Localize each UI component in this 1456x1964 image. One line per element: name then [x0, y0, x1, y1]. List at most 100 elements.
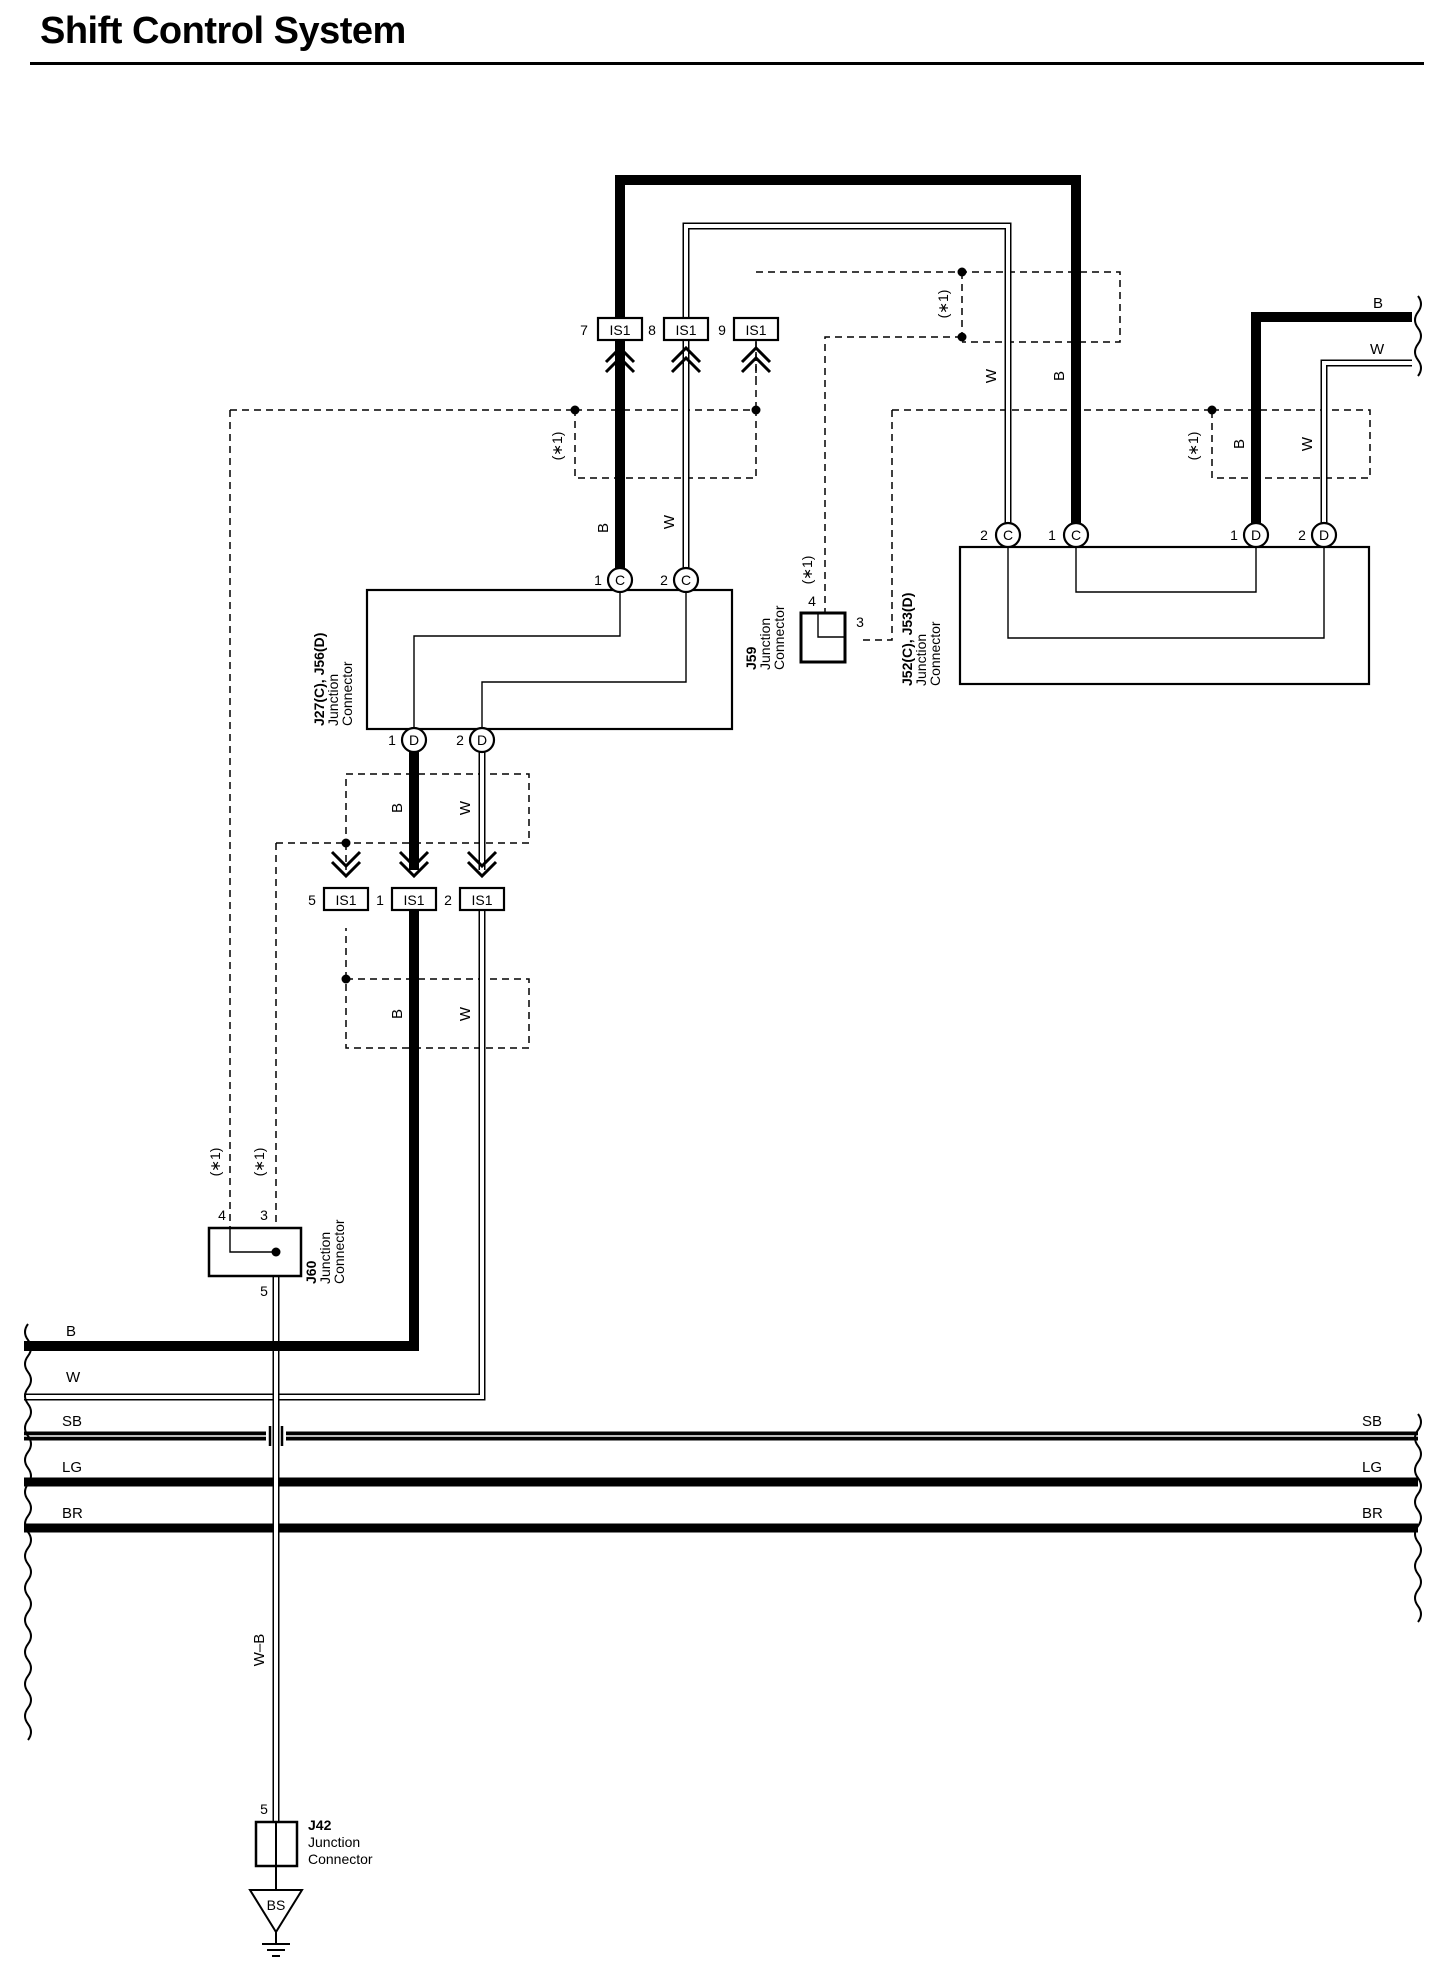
pin-letter-c: C	[681, 572, 691, 588]
svg-text:J42: J42	[308, 1817, 332, 1833]
title-rule	[30, 62, 1424, 65]
is1-pin-7: 7	[580, 322, 588, 338]
wire-label-b: B	[1231, 439, 1248, 449]
bus-label-w: W	[66, 1369, 81, 1386]
wire-label-b: B	[389, 1009, 406, 1019]
pin-number: 2	[456, 732, 464, 748]
pin-number: 2	[660, 572, 668, 588]
black-wires	[24, 175, 1412, 1351]
ground-label: BS	[267, 1897, 286, 1913]
buses	[24, 1420, 1418, 1540]
wire-label-w: W	[1299, 436, 1316, 451]
is1-label: IS1	[403, 892, 424, 908]
svg-text:J60: J60	[303, 1260, 319, 1284]
junction-j59	[799, 611, 847, 664]
is1-pin-1: 1	[376, 892, 384, 908]
svg-text:Junction: Junction	[325, 674, 341, 726]
bus-label-b: B	[66, 1323, 76, 1340]
pin-letter-c: C	[615, 572, 625, 588]
shield-dots	[341, 267, 1217, 984]
svg-text:Junction: Junction	[913, 634, 929, 686]
pin-letter-d: D	[1251, 527, 1261, 543]
is1-label: IS1	[335, 892, 356, 908]
break-marks	[24, 295, 1422, 1741]
svg-text:J59: J59	[743, 646, 759, 670]
wire-label-w: W	[1370, 341, 1385, 358]
wire-label-b: B	[1051, 371, 1068, 381]
wire-label-w: W	[983, 368, 1000, 383]
svg-text:Connector: Connector	[339, 661, 355, 726]
pin-number: 2	[980, 527, 988, 543]
bus-label-br: BR	[62, 1505, 83, 1522]
bus-label-sb: SB	[62, 1413, 82, 1430]
bus-label-br-right: BR	[1362, 1505, 1383, 1522]
bus-label-sb-right: SB	[1362, 1413, 1382, 1430]
is1-connectors-top	[596, 316, 780, 378]
is1-label: IS1	[609, 322, 630, 338]
note-mark: (∗1)	[935, 290, 951, 319]
note-mark: (∗1)	[1185, 432, 1201, 461]
label-j52-j53: J52(C), J53(D) Junction Connector	[899, 593, 943, 686]
is1-label: IS1	[745, 322, 766, 338]
svg-text:Connector: Connector	[927, 621, 943, 686]
note-mark: (∗1)	[549, 432, 565, 461]
pin-letter-d: D	[409, 732, 419, 748]
is1-pin-9: 9	[718, 322, 726, 338]
svg-text:Connector: Connector	[331, 1219, 347, 1284]
junction-j42	[248, 1820, 304, 1957]
note-mark: (∗1)	[251, 1148, 267, 1177]
pin-number: 5	[260, 1283, 268, 1299]
is1-pin-2: 2	[444, 892, 452, 908]
pin-number: 3	[260, 1207, 268, 1223]
junction-j60	[207, 1226, 303, 1278]
pin-letter-d: D	[1319, 527, 1329, 543]
is1-pin-5: 5	[308, 892, 316, 908]
page-title: Shift Control System	[40, 10, 406, 52]
is1-pin-8: 8	[648, 322, 656, 338]
bus-label-lg-right: LG	[1362, 1459, 1382, 1476]
pin-number: 1	[1230, 527, 1238, 543]
wire-label-b: B	[1373, 295, 1383, 312]
junction-j27-j56	[365, 588, 734, 731]
white-wires	[24, 222, 1412, 1822]
pin-letter-c: C	[1071, 527, 1081, 543]
pin-number: 1	[388, 732, 396, 748]
text-labels: IS1 IS1 IS1 7 8 9 IS1 IS1 IS1 5 1 2 C C …	[62, 290, 1385, 1913]
junction-j52-j53	[958, 545, 1371, 686]
note-mark: (∗1)	[799, 556, 815, 585]
svg-text:Connector: Connector	[308, 1851, 373, 1867]
is1-connectors-bottom	[322, 850, 506, 912]
wire-label-w: W	[457, 1006, 474, 1021]
pin-number: 5	[260, 1801, 268, 1817]
pin-number: 3	[856, 614, 864, 630]
pin-number: 4	[218, 1207, 226, 1223]
wire-label-b: B	[389, 803, 406, 813]
label-j60: J60 Junction Connector	[303, 1219, 347, 1284]
wire-label-w: W	[457, 800, 474, 815]
wire-label-b: B	[595, 523, 612, 533]
is1-label: IS1	[675, 322, 696, 338]
svg-text:Junction: Junction	[317, 1232, 333, 1284]
shield-lines	[229, 271, 1371, 1228]
wire-label-w: W	[661, 514, 678, 529]
is1-label: IS1	[471, 892, 492, 908]
pin-number: 1	[1048, 527, 1056, 543]
svg-text:Junction: Junction	[757, 618, 773, 670]
note-mark: (∗1)	[207, 1148, 223, 1177]
label-j27-j56: J27(C), J56(D) Junction Connector	[311, 633, 355, 726]
pin-number: 2	[1298, 527, 1306, 543]
wire-label-w-b: W–B	[251, 1634, 268, 1667]
svg-text:Junction: Junction	[308, 1834, 360, 1850]
pin-letter-d: D	[477, 732, 487, 748]
pin-number: 4	[808, 593, 816, 609]
label-j42: J42 Junction Connector	[308, 1817, 373, 1867]
pin-letter-c: C	[1003, 527, 1013, 543]
pin-number: 1	[594, 572, 602, 588]
svg-text:Connector: Connector	[771, 605, 787, 670]
svg-text:J52(C), J53(D): J52(C), J53(D)	[899, 593, 915, 686]
pin-circles	[400, 521, 1338, 754]
label-j59: J59 Junction Connector	[743, 605, 787, 670]
svg-text:J27(C), J56(D): J27(C), J56(D)	[311, 633, 327, 726]
bus-label-lg: LG	[62, 1459, 82, 1476]
